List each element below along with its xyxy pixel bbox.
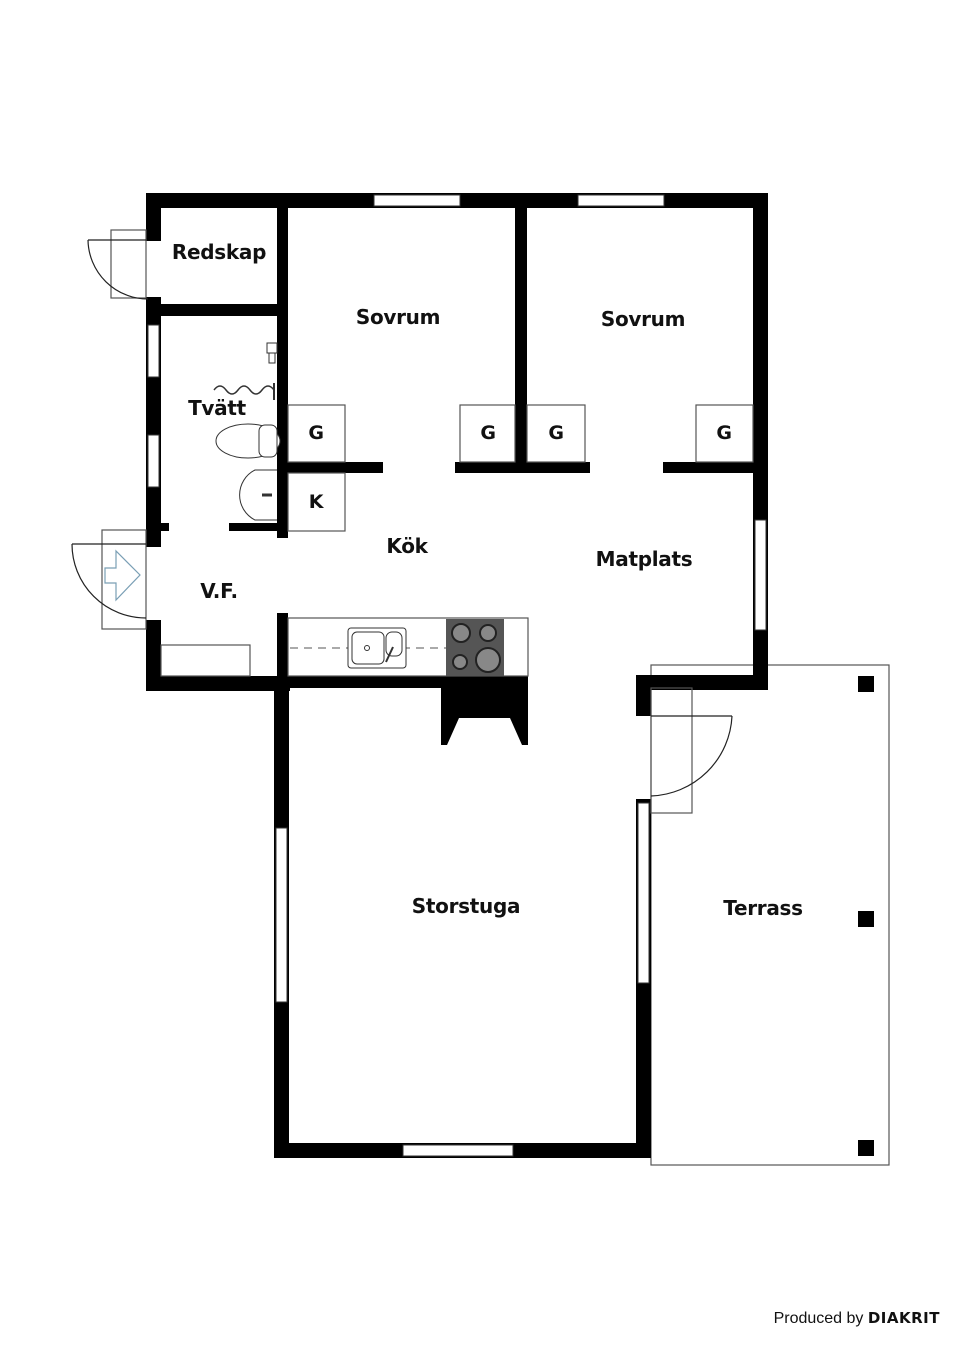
faucet-icon (266, 342, 278, 364)
producer-credit: Produced by DIAKRIT (774, 1309, 940, 1328)
window (577, 194, 665, 207)
sink-icon (239, 469, 277, 521)
closet (459, 404, 516, 463)
credit-prefix: Produced by (773, 1310, 864, 1327)
closet (287, 472, 346, 532)
closet (287, 404, 346, 463)
door-swing (650, 715, 733, 797)
closet-label-g: G (308, 422, 324, 444)
window (637, 802, 650, 984)
closet-label-g: G (548, 422, 564, 444)
door-swing (87, 239, 149, 300)
kitchen-sink-icon (347, 627, 407, 669)
terrace-post (858, 1140, 874, 1156)
room-label-redskap: Redskap (171, 240, 267, 264)
room-label-tvatt: Tvätt (188, 396, 246, 420)
door-swing (71, 543, 147, 619)
entrance-arrow-icon (104, 549, 141, 602)
closet (695, 404, 754, 463)
closet-label-k: K (308, 491, 324, 513)
terrace-post (858, 911, 874, 927)
window (147, 324, 160, 378)
room-label-vf: V.F. (200, 579, 238, 603)
window (147, 434, 160, 488)
closet-label-g: G (480, 422, 496, 444)
door-frame (650, 687, 693, 814)
room-label-storstuga: Storstuga (411, 894, 521, 918)
room-label-kok: Kök (386, 534, 428, 558)
window (402, 1144, 514, 1157)
window (275, 827, 288, 1003)
window (754, 519, 767, 631)
door-frame (101, 529, 147, 630)
closet (526, 404, 586, 463)
closet-label-g: G (716, 422, 732, 444)
room-label-sovrum-2: Sovrum (600, 307, 686, 331)
shower-icon (213, 383, 275, 400)
room-label-terrass: Terrass (723, 896, 803, 920)
door-frame (110, 229, 147, 299)
brand-logo: DIAKRIT (867, 1309, 940, 1327)
window (373, 194, 461, 207)
room-label-matplats: Matplats (595, 547, 693, 571)
stove-icon (446, 619, 504, 676)
kitchen-counter (287, 617, 529, 677)
toilet-icon (215, 423, 281, 459)
room-label-sovrum-1: Sovrum (355, 305, 441, 329)
terrace-post (858, 676, 874, 692)
bench (160, 644, 251, 677)
